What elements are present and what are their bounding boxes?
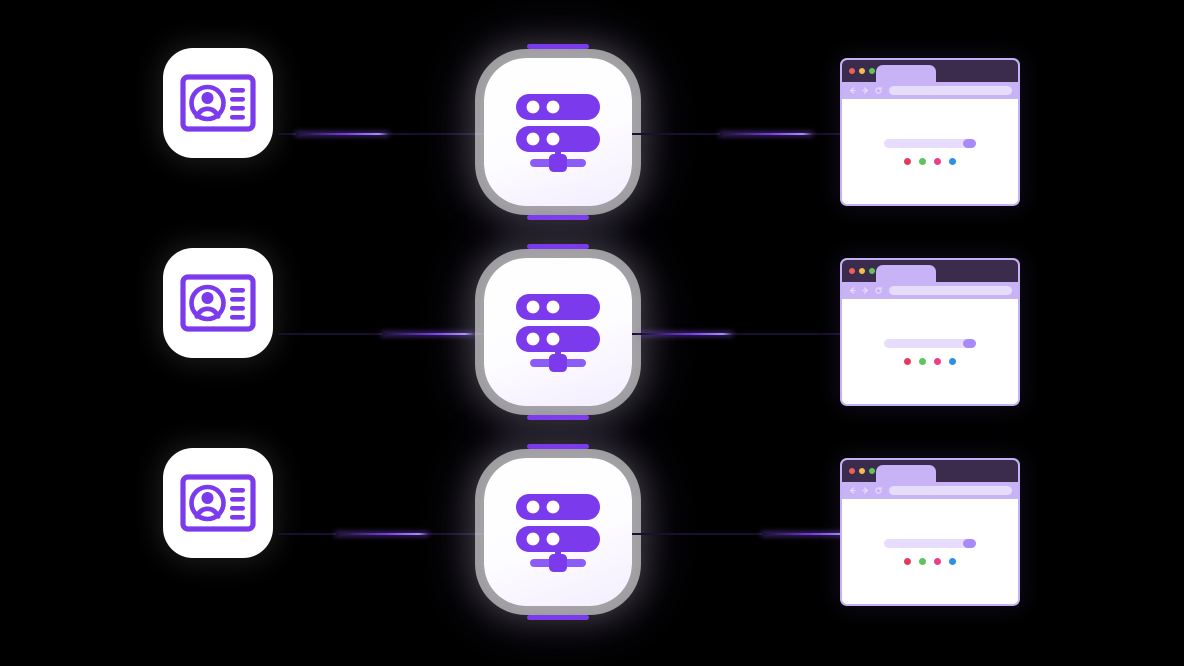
minimize-light-icon[interactable] xyxy=(859,268,865,274)
forward-arrow-icon[interactable] xyxy=(861,286,870,295)
identity-card-tile-1[interactable] xyxy=(163,48,273,158)
minimize-light-icon[interactable] xyxy=(859,468,865,474)
address-bar[interactable] xyxy=(889,286,1012,295)
status-dots xyxy=(904,557,956,565)
dot-green xyxy=(919,557,926,565)
maximize-light-icon[interactable] xyxy=(869,468,875,474)
id-card-icon xyxy=(180,474,256,532)
close-light-icon[interactable] xyxy=(849,468,855,474)
traffic-lights xyxy=(842,68,875,74)
browser-toolbar xyxy=(842,282,1018,299)
dot-pink xyxy=(934,157,941,165)
browser-toolbar xyxy=(842,482,1018,499)
progress-bar xyxy=(884,338,976,348)
server-tile-1[interactable] xyxy=(484,58,632,206)
address-bar[interactable] xyxy=(889,486,1012,495)
flow-row-2 xyxy=(0,229,1184,439)
back-arrow-icon[interactable] xyxy=(848,286,857,295)
status-dots xyxy=(904,357,956,365)
id-card-icon xyxy=(180,274,256,332)
connector-server-to-browser-2 xyxy=(632,333,842,335)
browser-titlebar xyxy=(842,60,1018,82)
dot-green xyxy=(919,157,926,165)
progress-bar-cap xyxy=(963,338,976,348)
back-arrow-icon[interactable] xyxy=(848,486,857,495)
flow-row-3 xyxy=(0,429,1184,639)
browser-tab[interactable] xyxy=(876,265,936,282)
server-rack-icon xyxy=(512,90,604,174)
traffic-lights xyxy=(842,468,875,474)
browser-viewport xyxy=(842,299,1018,404)
traffic-lights xyxy=(842,268,875,274)
dot-red xyxy=(904,357,911,365)
browser-window-2[interactable] xyxy=(840,258,1020,406)
browser-viewport xyxy=(842,99,1018,204)
close-light-icon[interactable] xyxy=(849,68,855,74)
connector-pulse xyxy=(382,333,474,335)
browser-titlebar xyxy=(842,260,1018,282)
browser-tab[interactable] xyxy=(876,465,936,482)
browser-toolbar xyxy=(842,82,1018,99)
forward-arrow-icon[interactable] xyxy=(861,486,870,495)
server-tile-2[interactable] xyxy=(484,258,632,406)
reload-icon[interactable] xyxy=(874,286,883,295)
id-card-icon xyxy=(180,74,256,132)
maximize-light-icon[interactable] xyxy=(869,268,875,274)
dot-pink xyxy=(934,357,941,365)
identity-card-tile-2[interactable] xyxy=(163,248,273,358)
dot-blue xyxy=(949,157,956,165)
progress-bar xyxy=(884,538,976,548)
progress-bar xyxy=(884,138,976,148)
browser-window-3[interactable] xyxy=(840,458,1020,606)
back-arrow-icon[interactable] xyxy=(848,86,857,95)
dot-red xyxy=(904,157,911,165)
address-bar[interactable] xyxy=(889,86,1012,95)
connector-pulse xyxy=(640,333,732,335)
connector-server-to-browser-1 xyxy=(632,133,842,135)
server-rack-icon xyxy=(512,490,604,574)
forward-arrow-icon[interactable] xyxy=(861,86,870,95)
browser-titlebar xyxy=(842,460,1018,482)
dot-blue xyxy=(949,557,956,565)
browser-window-1[interactable] xyxy=(840,58,1020,206)
dot-pink xyxy=(934,557,941,565)
connector-pulse xyxy=(720,133,812,135)
identity-card-tile-3[interactable] xyxy=(163,448,273,558)
dot-red xyxy=(904,557,911,565)
browser-viewport xyxy=(842,499,1018,604)
connector-pulse xyxy=(336,533,428,535)
dot-blue xyxy=(949,357,956,365)
progress-bar-cap xyxy=(963,138,976,148)
connector-server-to-browser-3 xyxy=(632,533,854,535)
close-light-icon[interactable] xyxy=(849,268,855,274)
connector-pulse xyxy=(296,133,388,135)
reload-icon[interactable] xyxy=(874,86,883,95)
server-rack-icon xyxy=(512,290,604,374)
progress-bar-cap xyxy=(963,538,976,548)
minimize-light-icon[interactable] xyxy=(859,68,865,74)
connector-identity-to-server-3 xyxy=(278,533,486,535)
dot-green xyxy=(919,357,926,365)
flow-row-1 xyxy=(0,29,1184,239)
browser-tab[interactable] xyxy=(876,65,936,82)
connector-identity-to-server-1 xyxy=(278,133,486,135)
server-tile-3[interactable] xyxy=(484,458,632,606)
reload-icon[interactable] xyxy=(874,486,883,495)
connector-identity-to-server-2 xyxy=(278,333,486,335)
status-dots xyxy=(904,157,956,165)
maximize-light-icon[interactable] xyxy=(869,68,875,74)
connector-pulse xyxy=(762,533,854,535)
